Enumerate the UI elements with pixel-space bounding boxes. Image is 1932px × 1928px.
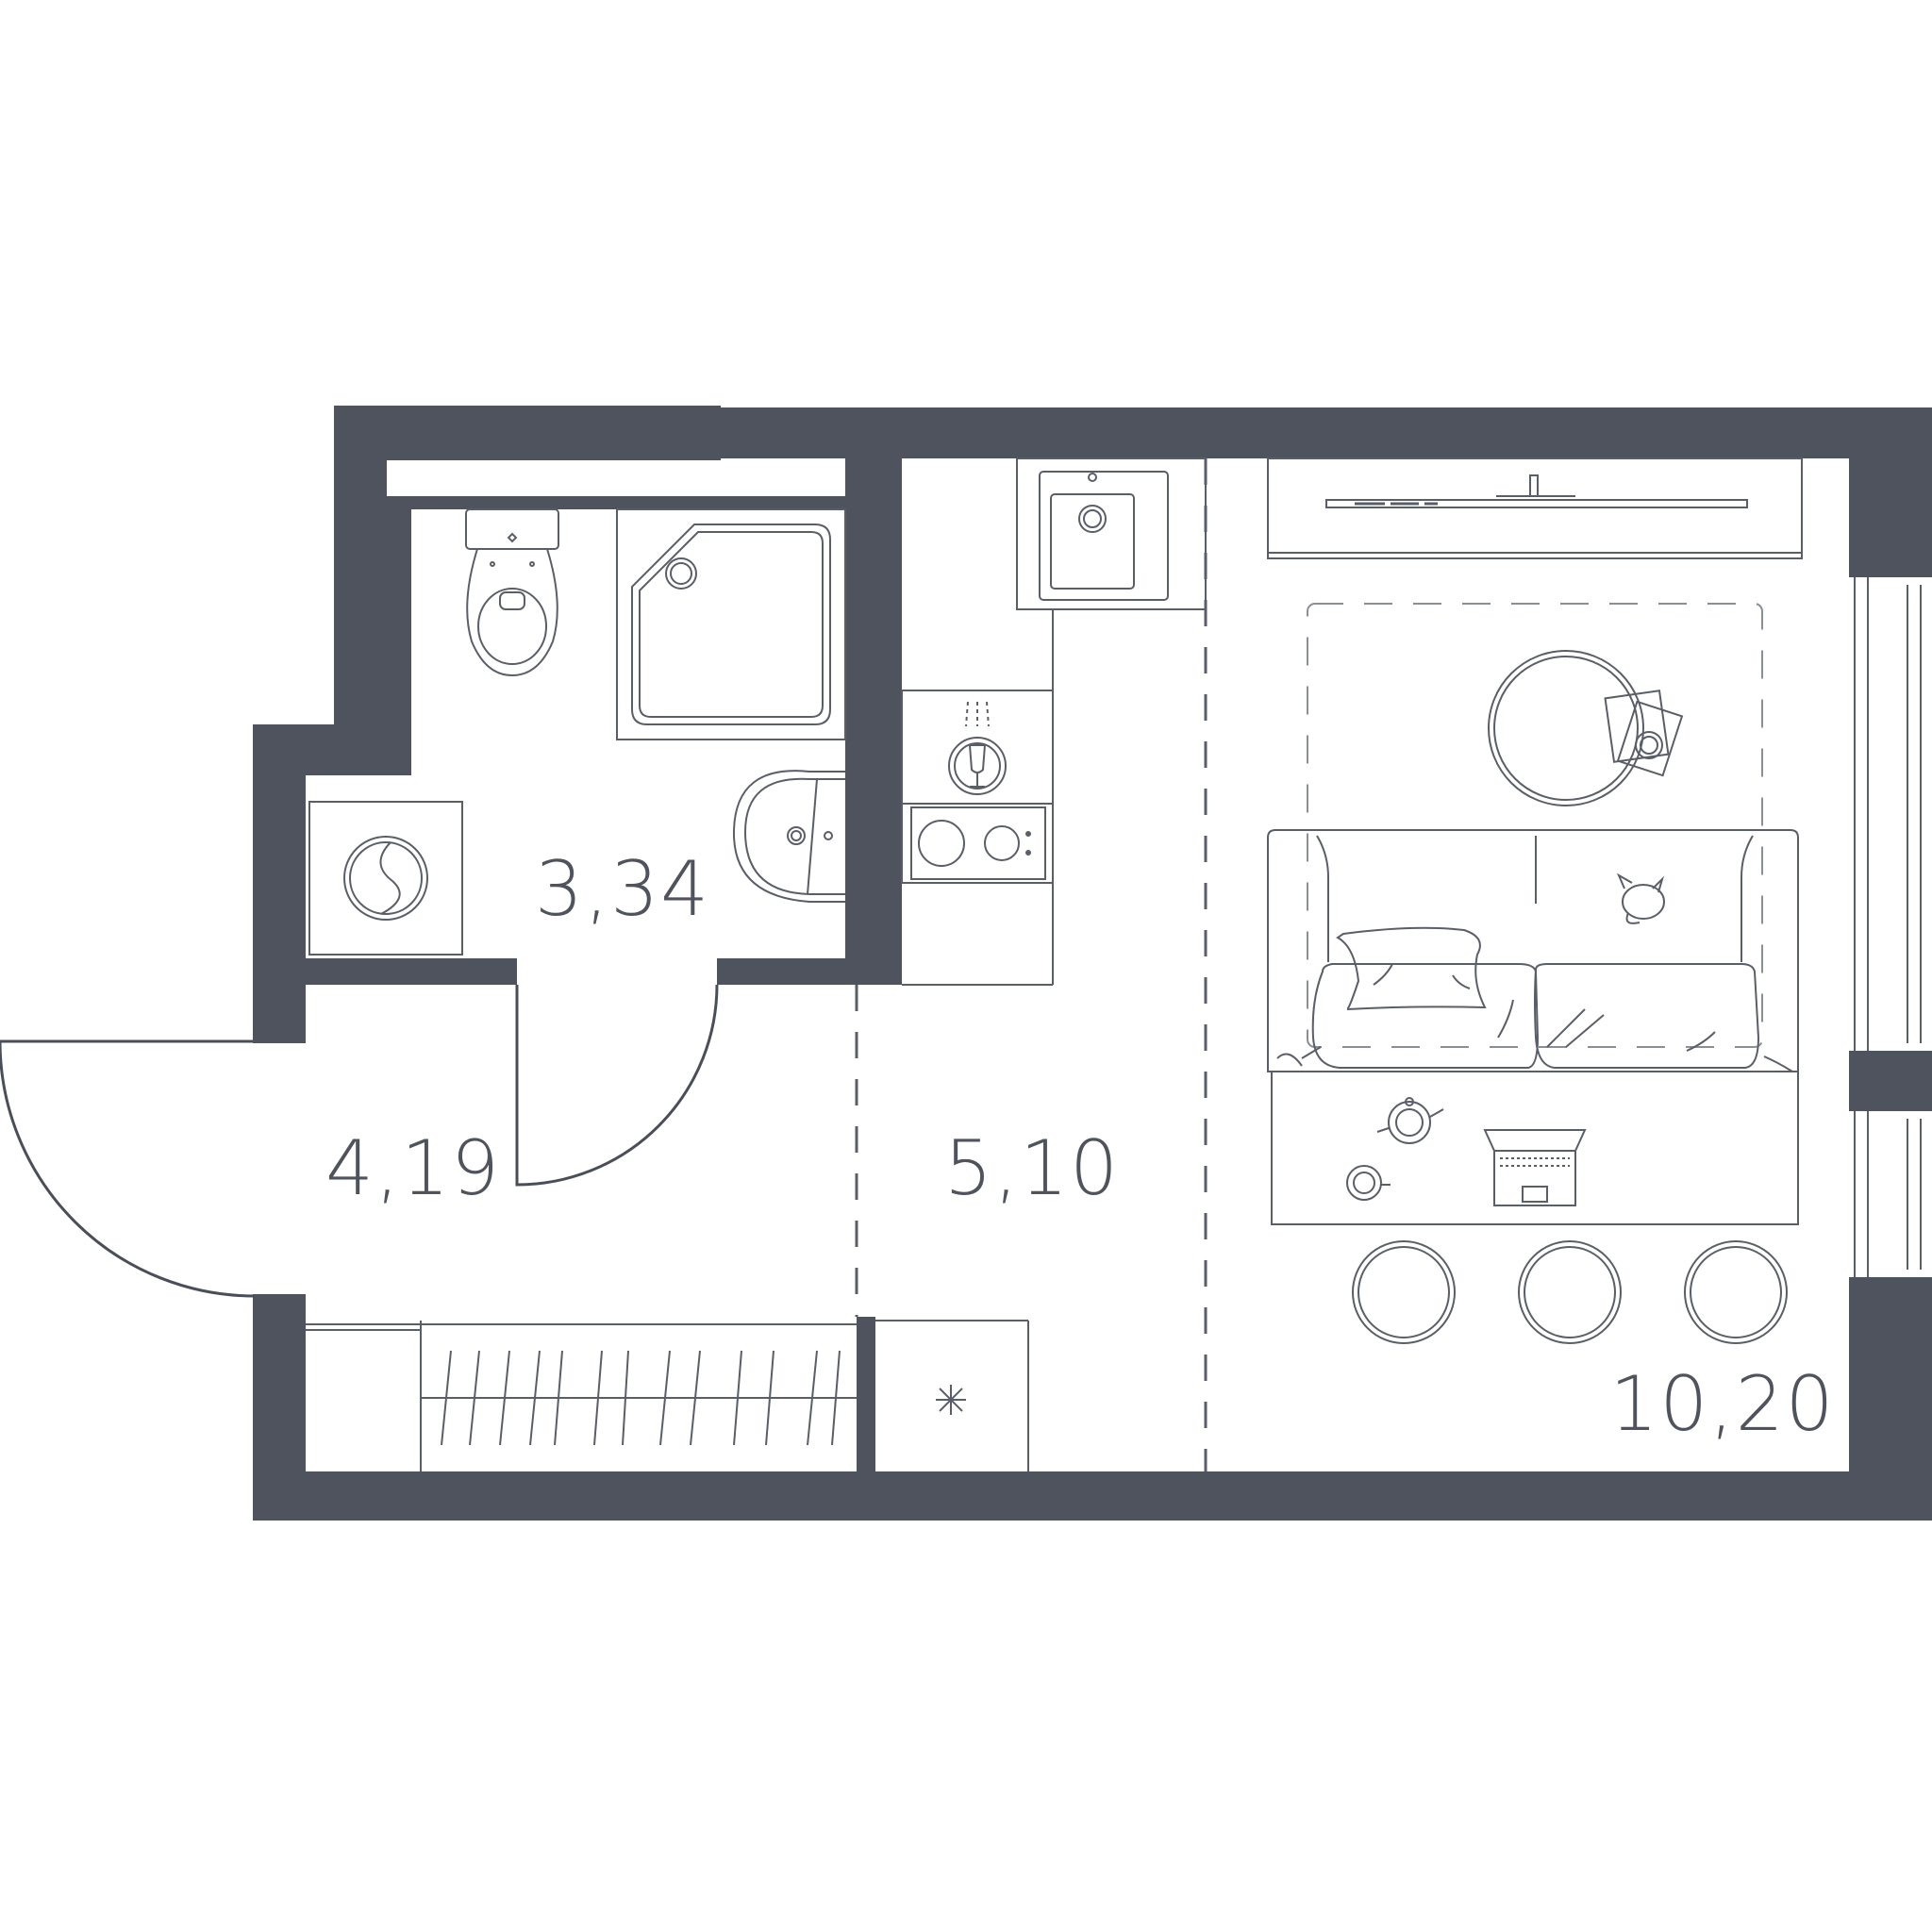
cat	[1616, 873, 1665, 924]
wall-right-mid	[1849, 1051, 1932, 1111]
toilet	[465, 508, 559, 677]
washbasin	[732, 770, 845, 903]
bathroom-area-label: 3,34	[535, 845, 710, 933]
bar-stools	[1352, 1240, 1788, 1344]
bathroom-door	[515, 984, 719, 1187]
kitchen-sink	[1016, 457, 1207, 610]
wall-bath-bottom-left	[306, 958, 517, 985]
bathroom-fixtures	[308, 508, 846, 956]
wall-bottom	[253, 1471, 1932, 1521]
cooktop	[901, 803, 1054, 884]
tv-unit	[1267, 457, 1803, 559]
kitchen-fixtures	[901, 457, 1207, 986]
doors	[0, 984, 719, 1298]
living-room-furniture	[1267, 457, 1803, 1344]
sofa	[1267, 829, 1799, 1072]
rug-outline	[1307, 603, 1763, 1048]
coffee-cup	[1346, 1165, 1391, 1201]
zone-dividers	[855, 458, 1208, 1471]
electrical-icon	[936, 1385, 966, 1415]
hallway-area-label: 4,19	[325, 1124, 501, 1212]
wall-bath-left-upper	[334, 407, 387, 726]
bar-counter	[1271, 1071, 1799, 1225]
wall-closet	[857, 1317, 875, 1473]
wall-top-step	[334, 406, 721, 460]
laptop	[1483, 1129, 1587, 1206]
area-labels: 3,34 4,19 5,10 10,20	[325, 845, 1835, 1448]
window	[1854, 577, 1922, 1277]
wall-right-top	[1849, 407, 1932, 577]
wall-right-bottom	[1849, 1277, 1932, 1521]
closet	[875, 1320, 1029, 1471]
entrance-door	[0, 1041, 256, 1298]
kettle	[948, 737, 1007, 795]
walls	[253, 406, 1932, 1521]
shower-tray	[616, 508, 846, 740]
kitchen-area-label: 5,10	[944, 1124, 1120, 1212]
wall-bath-top-inner	[387, 496, 877, 509]
wardrobe	[306, 1321, 857, 1471]
coffee-table	[1488, 650, 1684, 806]
living-room-area-label: 10,20	[1609, 1360, 1835, 1448]
teapot	[1376, 1097, 1444, 1144]
wall-bath-kitchen	[845, 458, 902, 985]
wall-left-upper	[253, 724, 306, 1043]
washing-machine	[308, 801, 463, 956]
